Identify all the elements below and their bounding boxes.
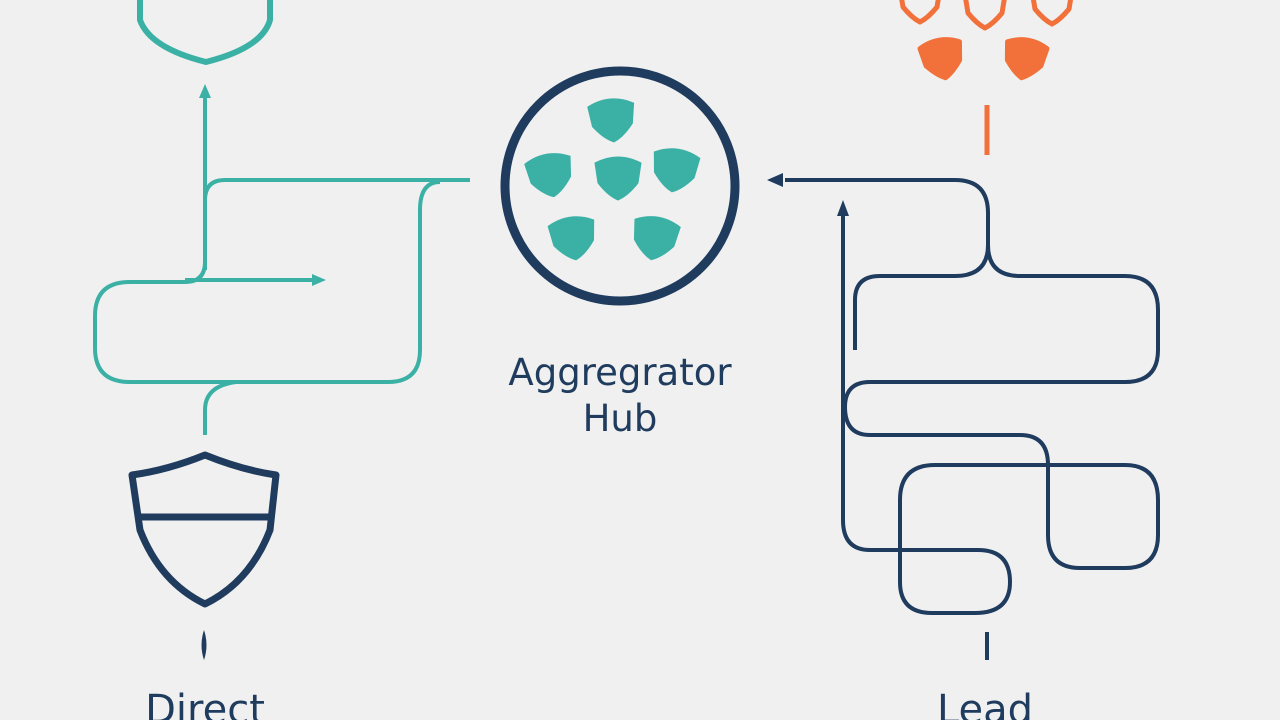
shield-cluster-icon — [900, 0, 1072, 81]
shield-icon — [128, 451, 280, 608]
direct-marker — [201, 630, 207, 660]
direct-flow — [93, 0, 470, 435]
lead-to-hub-arrowhead — [767, 173, 783, 187]
lead-label: Lead — [936, 687, 1034, 720]
lead-junction — [853, 244, 990, 350]
direct-to-hub-line — [203, 178, 470, 201]
lead-flow — [767, 173, 1160, 660]
hub-circle-icon — [500, 66, 740, 306]
lead-to-hub-line — [785, 178, 1160, 615]
hub-label: Aggregrator Hub — [460, 350, 780, 442]
direct-drop-line — [203, 380, 237, 435]
hub-label-line2: Hub — [582, 397, 658, 440]
hub-label-line1: Aggregrator — [508, 351, 732, 394]
shield-icon — [137, 0, 273, 65]
direct-up-arrowhead — [199, 84, 211, 98]
lead-up-arrowhead — [837, 200, 849, 216]
direct-inner-arrowhead — [312, 274, 326, 286]
direct-label: Direct — [145, 687, 265, 720]
